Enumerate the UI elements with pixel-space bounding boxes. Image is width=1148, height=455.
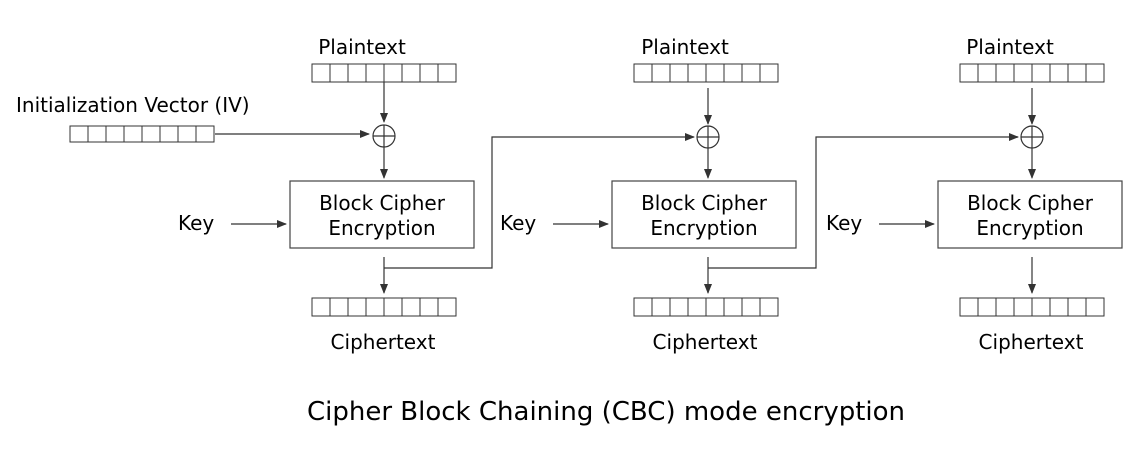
stage-3: Plaintext Block Cipher Encryption Key Ci… (826, 35, 1123, 354)
xor-icon (372, 124, 396, 148)
block-cell (759, 63, 779, 83)
block-cell (195, 125, 215, 143)
block-cipher-line1: Block Cipher (967, 191, 1094, 215)
block-cell (159, 125, 179, 143)
block-cell (401, 63, 421, 83)
block-cell (365, 63, 385, 83)
block-cell (723, 63, 743, 83)
block-cell (633, 297, 653, 317)
block-cell (977, 63, 997, 83)
block-cell (329, 297, 349, 317)
block-cipher-box (937, 180, 1123, 249)
block-cell (705, 297, 725, 317)
plaintext-label: Plaintext (966, 35, 1054, 59)
block-cell (1031, 297, 1051, 317)
block-cell (383, 63, 403, 83)
block-cell (311, 297, 331, 317)
block-cipher-line2: Encryption (650, 216, 757, 240)
block-cell (669, 63, 689, 83)
plaintext-block (311, 63, 457, 83)
block-cell (705, 63, 725, 83)
block-cell (1049, 63, 1069, 83)
block-cell (329, 63, 349, 83)
block-cell (347, 297, 367, 317)
key-label: Key (178, 211, 214, 235)
block-cipher-box (611, 180, 797, 249)
block-cell (995, 63, 1015, 83)
diagram-caption: Cipher Block Chaining (CBC) mode encrypt… (307, 397, 905, 427)
ciphertext-block (311, 297, 457, 317)
block-cell (105, 125, 125, 143)
block-cell (419, 63, 439, 83)
block-cell (437, 63, 457, 83)
xor-icon (1020, 125, 1044, 149)
block-cell (383, 297, 403, 317)
block-cell (687, 63, 707, 83)
block-cell (1085, 63, 1105, 83)
plaintext-block (633, 63, 779, 83)
block-cell (419, 297, 439, 317)
stage-1: Plaintext Block Cipher Encryption Key Ci… (178, 35, 475, 354)
block-cell (87, 125, 107, 143)
block-cell (1085, 297, 1105, 317)
block-cell (437, 297, 457, 317)
block-cipher-line2: Encryption (976, 216, 1083, 240)
block-cell (1013, 63, 1033, 83)
ciphertext-label: Ciphertext (653, 330, 758, 354)
block-cell (741, 63, 761, 83)
block-cipher-line2: Encryption (328, 216, 435, 240)
block-cell (959, 63, 979, 83)
iv-label: Initialization Vector (IV) (16, 93, 250, 117)
block-cell (651, 63, 671, 83)
block-cell (1067, 297, 1087, 317)
block-cell (959, 297, 979, 317)
block-cell (633, 63, 653, 83)
xor-icon (696, 125, 720, 149)
block-cell (995, 297, 1015, 317)
block-cell (741, 297, 761, 317)
plaintext-label: Plaintext (318, 35, 406, 59)
ciphertext-label: Ciphertext (331, 330, 436, 354)
ciphertext-block (959, 297, 1105, 317)
block-cell (1013, 297, 1033, 317)
ciphertext-block (633, 297, 779, 317)
block-cell (347, 63, 367, 83)
block-cell (141, 125, 161, 143)
block-cell (723, 297, 743, 317)
plaintext-label: Plaintext (641, 35, 729, 59)
block-cell (651, 297, 671, 317)
block-cell (311, 63, 331, 83)
block-cipher-line1: Block Cipher (319, 191, 446, 215)
block-cell (977, 297, 997, 317)
block-cell (687, 297, 707, 317)
chain-arrow-1 (384, 133, 695, 269)
block-cell (177, 125, 197, 143)
block-cell (401, 297, 421, 317)
key-label: Key (826, 211, 862, 235)
iv-block (69, 125, 215, 143)
block-cell (365, 297, 385, 317)
ciphertext-label: Ciphertext (979, 330, 1084, 354)
block-cell (759, 297, 779, 317)
chain-arrow-2 (708, 133, 1019, 269)
block-cell (1067, 63, 1087, 83)
block-cipher-line1: Block Cipher (641, 191, 768, 215)
block-cell (69, 125, 89, 143)
block-cell (1049, 297, 1069, 317)
stage-2: Plaintext Block Cipher Encryption Key Ci… (500, 35, 797, 354)
block-cell (123, 125, 143, 143)
block-cell (669, 297, 689, 317)
block-cell (1031, 63, 1051, 83)
plaintext-block (959, 63, 1105, 83)
block-cipher-box (289, 180, 475, 249)
key-label: Key (500, 211, 536, 235)
